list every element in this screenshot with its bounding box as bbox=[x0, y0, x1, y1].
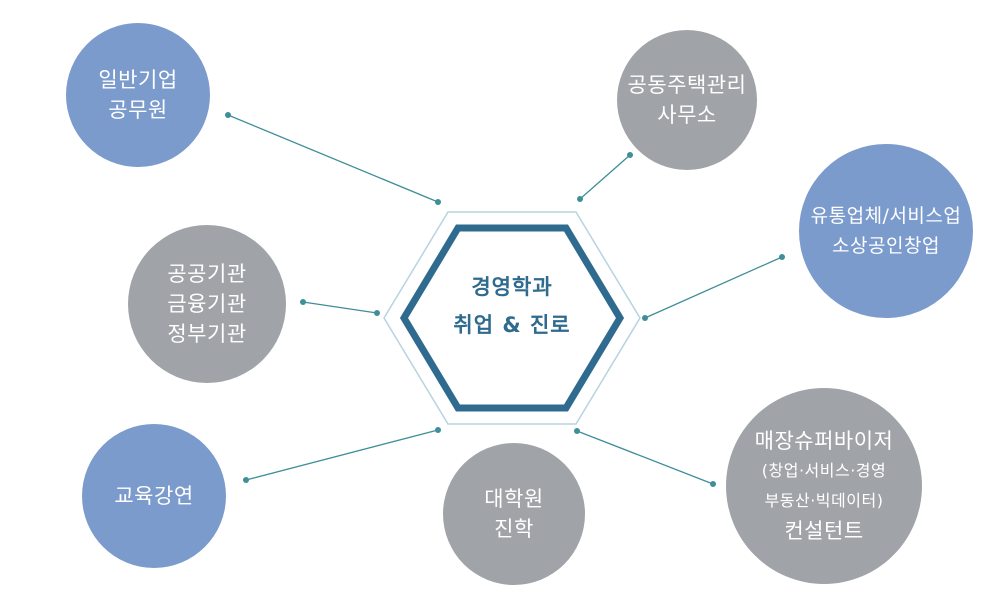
connector-dot bbox=[779, 254, 785, 260]
node-label: 부동산·빅데이터) bbox=[764, 491, 884, 510]
node-graduate-school: 대학원 진학 bbox=[443, 443, 585, 585]
node-label: 컨설턴트 bbox=[784, 519, 864, 543]
connector-dot bbox=[374, 310, 380, 316]
center-title-line1: 경영학과 bbox=[471, 275, 553, 299]
connector-distribution bbox=[644, 256, 783, 319]
connector-dot bbox=[225, 112, 231, 118]
node-label: 매장슈퍼바이저 bbox=[754, 429, 894, 453]
node-label: 공동주택관리 bbox=[627, 73, 747, 97]
connector-public-institutions bbox=[302, 301, 378, 314]
connector-dot bbox=[642, 315, 648, 321]
node-label: 정부기관 bbox=[167, 322, 247, 346]
center-title-line2: 취업 & 진로 bbox=[453, 313, 571, 337]
center-title: 경영학과 취업 & 진로 bbox=[412, 268, 612, 344]
connector-dot bbox=[300, 299, 306, 305]
connector-dot bbox=[435, 427, 441, 433]
node-label: 공공기관 bbox=[167, 262, 247, 286]
node-label: 소상공인창업 bbox=[832, 235, 940, 257]
connector-dot bbox=[435, 199, 441, 205]
connector-dot bbox=[577, 196, 583, 202]
node-education: 교육강연 bbox=[82, 424, 226, 568]
connector-dot bbox=[710, 481, 716, 487]
connector-housing-management bbox=[579, 154, 631, 200]
center-hexagon bbox=[399, 224, 625, 412]
node-housing-management: 공동주택관리 사무소 bbox=[617, 30, 757, 170]
node-label: 대학원 bbox=[484, 487, 544, 511]
center-hexagon-outline bbox=[383, 211, 641, 425]
node-label: 유통업체/서비스업 bbox=[810, 205, 962, 227]
node-label: (창업·서비스·경영 bbox=[761, 461, 887, 480]
node-label: 교육강연 bbox=[114, 484, 194, 508]
connector-education bbox=[245, 429, 439, 481]
node-label: 공무원 bbox=[108, 98, 168, 122]
connector-dot bbox=[574, 428, 580, 434]
node-label: 일반기업 bbox=[98, 68, 178, 92]
connectors bbox=[225, 112, 785, 487]
node-general-company: 일반기업 공무원 bbox=[66, 23, 210, 167]
node-label: 금융기관 bbox=[167, 292, 247, 316]
node-distribution: 유통업체/서비스업 소상공인창업 bbox=[799, 144, 973, 318]
connector-dot bbox=[243, 477, 249, 483]
connector-supervisor bbox=[576, 430, 714, 485]
node-label: 진학 bbox=[494, 517, 534, 541]
node-supervisor: 매장슈퍼바이저 (창업·서비스·경영 부동산·빅데이터) 컨설턴트 bbox=[726, 388, 922, 584]
connector-general-company bbox=[227, 114, 439, 203]
node-label: 사무소 bbox=[657, 103, 717, 127]
connector-dot bbox=[627, 152, 633, 158]
node-public-institutions: 공공기관 금융기관 정부기관 bbox=[128, 225, 286, 383]
